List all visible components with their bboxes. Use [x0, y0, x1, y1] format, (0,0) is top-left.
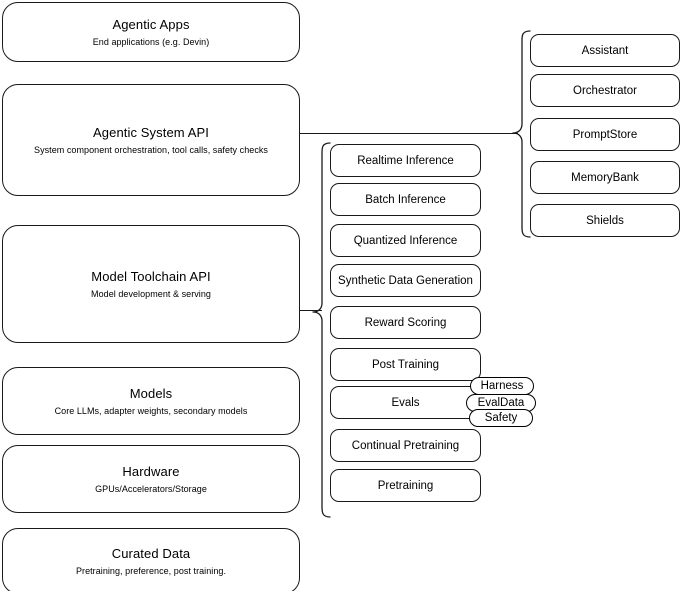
- capability-box-reward-scoring[interactable]: Reward Scoring: [330, 306, 481, 339]
- connector-line-model-toolchain-api: [300, 310, 322, 311]
- capability-label: Realtime Inference: [357, 154, 454, 167]
- component-box-promptstore[interactable]: PromptStore: [530, 118, 680, 151]
- brace-agentic-system-components: [512, 28, 532, 240]
- layer-box-agentic-system-api[interactable]: Agentic System API System component orch…: [2, 84, 300, 196]
- component-label: PromptStore: [572, 128, 638, 141]
- capability-box-synthetic-data-generation[interactable]: Synthetic Data Generation: [330, 264, 481, 297]
- layer-box-models[interactable]: Models Core LLMs, adapter weights, secon…: [2, 367, 300, 435]
- capability-label: Synthetic Data Generation: [338, 274, 473, 287]
- capability-label: Pretraining: [377, 479, 434, 492]
- layer-subtitle: End applications (e.g. Devin): [92, 36, 210, 47]
- eval-badge-label: Harness: [480, 379, 524, 392]
- capability-label: Batch Inference: [365, 193, 446, 206]
- capability-box-continual-pretraining[interactable]: Continual Pretraining: [330, 429, 481, 462]
- layer-box-agentic-apps[interactable]: Agentic Apps End applications (e.g. Devi…: [2, 2, 300, 62]
- capability-box-quantized-inference[interactable]: Quantized Inference: [330, 224, 481, 257]
- capability-label: Evals: [391, 396, 420, 409]
- capability-box-post-training[interactable]: Post Training: [330, 348, 481, 381]
- layer-subtitle: GPUs/Accelerators/Storage: [95, 483, 207, 494]
- capability-box-evals[interactable]: Evals: [330, 386, 481, 419]
- capability-box-pretraining[interactable]: Pretraining: [330, 469, 481, 502]
- connector-line-agentic-system-api: [300, 133, 518, 134]
- layer-box-curated-data[interactable]: Curated Data Pretraining, preference, po…: [2, 528, 300, 591]
- layer-title: Model Toolchain API: [91, 268, 211, 284]
- capability-label: Continual Pretraining: [351, 439, 460, 452]
- capability-box-realtime-inference[interactable]: Realtime Inference: [330, 144, 481, 177]
- capability-label: Post Training: [371, 358, 440, 371]
- component-box-memorybank[interactable]: MemoryBank: [530, 161, 680, 194]
- layer-title: Agentic Apps: [112, 16, 190, 32]
- layer-box-hardware[interactable]: Hardware GPUs/Accelerators/Storage: [2, 445, 300, 513]
- eval-badge-harness[interactable]: Harness: [470, 377, 534, 395]
- brace-model-toolchain-capabilities: [312, 140, 332, 522]
- component-box-orchestrator[interactable]: Orchestrator: [530, 74, 680, 107]
- layer-subtitle: System component orchestration, tool cal…: [34, 144, 268, 155]
- eval-badge-label: EvalData: [477, 396, 525, 409]
- eval-badge-label: Safety: [484, 411, 518, 424]
- component-label: MemoryBank: [571, 171, 639, 184]
- layer-box-model-toolchain-api[interactable]: Model Toolchain API Model development & …: [2, 225, 300, 343]
- layer-subtitle: Core LLMs, adapter weights, secondary mo…: [54, 405, 248, 416]
- component-label: Shields: [586, 214, 624, 227]
- component-label: Orchestrator: [573, 84, 637, 97]
- component-box-assistant[interactable]: Assistant: [530, 34, 680, 67]
- layer-subtitle: Pretraining, preference, post training.: [75, 565, 227, 576]
- component-box-shields[interactable]: Shields: [530, 204, 680, 237]
- eval-badge-evaldata[interactable]: EvalData: [466, 394, 536, 412]
- layer-subtitle: Model development & serving: [91, 288, 211, 299]
- component-label: Assistant: [581, 44, 629, 57]
- layer-title: Agentic System API: [93, 124, 209, 140]
- layer-title: Curated Data: [111, 545, 191, 561]
- layer-title: Hardware: [122, 463, 180, 479]
- capability-box-batch-inference[interactable]: Batch Inference: [330, 183, 481, 216]
- eval-badge-safety[interactable]: Safety: [469, 409, 533, 427]
- capability-label: Reward Scoring: [364, 316, 447, 329]
- capability-label: Quantized Inference: [353, 234, 458, 247]
- layer-title: Models: [129, 385, 173, 401]
